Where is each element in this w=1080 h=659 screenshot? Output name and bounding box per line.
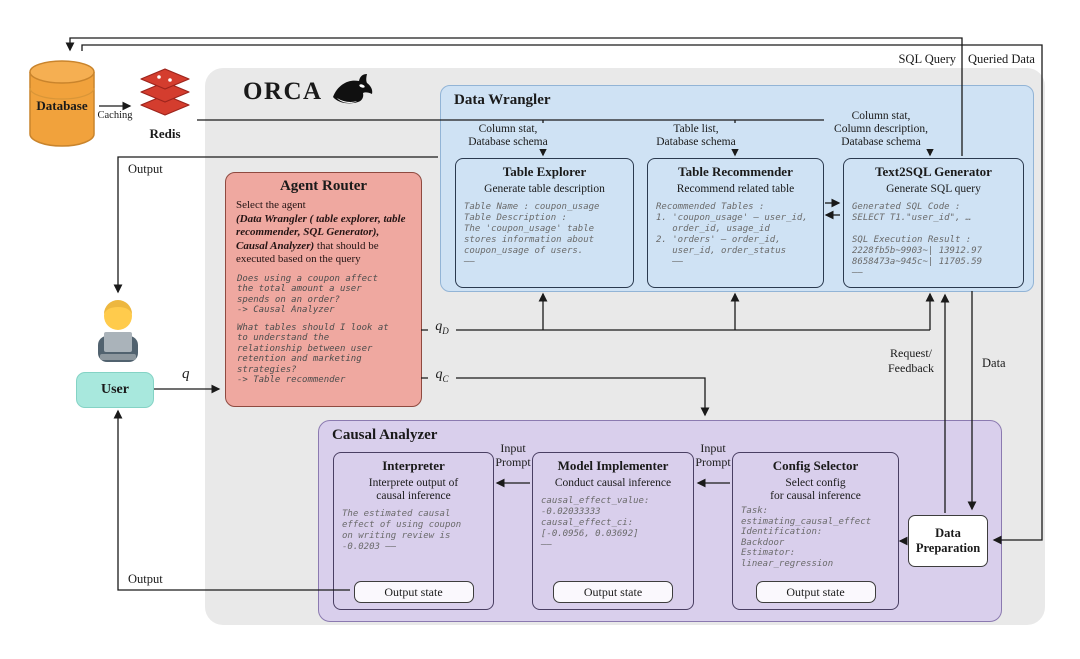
interpreter-module: Interpreter Interprete output of causal …: [333, 452, 494, 610]
table-recommender-title: Table Recommender: [678, 164, 793, 179]
table-explorer-example: Table Name : coupon_usage Table Descript…: [464, 202, 600, 267]
interpreter-subtitle: Interprete output of causal inference: [368, 477, 459, 502]
q-label: q: [182, 366, 190, 382]
data-preparation-box: Data Preparation: [908, 515, 988, 567]
model-implementer-subtitle: Conduct causal inference: [554, 477, 672, 489]
queried-data-label: Queried Data: [968, 52, 1035, 66]
sql-query-label: SQL Query: [898, 52, 956, 66]
config-selector-module: Config Selector Select config for causal…: [732, 452, 899, 610]
agent-router-desc-line1: Select the agent: [236, 199, 306, 211]
output-top-label: Output: [128, 162, 163, 176]
request-feedback-label: Request/ Feedback: [888, 346, 934, 375]
table-recommender-subtitle: Recommend related table: [676, 183, 795, 195]
model-implementer-title: Model Implementer: [557, 458, 669, 473]
redis-icon: [140, 68, 190, 116]
qd-label: qD: [428, 319, 456, 340]
config-selector-title: Config Selector: [772, 458, 859, 473]
data-label: Data: [982, 356, 1006, 370]
orca-whale-icon: [333, 74, 373, 104]
model-implementer-example: causal_effect_value: -0.02033333 causal_…: [541, 496, 650, 550]
interpreter-example: The estimated causal effect of using cou…: [342, 509, 462, 552]
database-label: Database: [36, 98, 88, 113]
qc-label: qC: [428, 367, 456, 388]
agent-router-description: Select the agent (Data Wrangler ( table …: [236, 199, 411, 267]
config-selector-subtitle: Select config for causal inference: [770, 477, 861, 502]
text2sql-generator-example: Generated SQL Code : SELECT T1."user_id"…: [852, 202, 983, 278]
redis-label: Redis: [149, 126, 181, 141]
edge-label-column-description: Column stat, Column description, Databas…: [824, 110, 938, 149]
config-selector-output-state: Output state: [755, 581, 876, 603]
agent-router-desc-body: (Data Wrangler ( table explorer, table r…: [236, 213, 411, 267]
agent-router-example-2: What tables should I look at to understa…: [237, 322, 389, 386]
input-prompt-label-1: Input Prompt: [495, 441, 531, 469]
agent-router-title: Agent Router: [279, 178, 368, 194]
model-implementer-output-state: Output state: [553, 581, 673, 603]
text2sql-generator-subtitle: Generate SQL query: [886, 183, 981, 195]
model-implementer-module: Model Implementer Conduct causal inferen…: [532, 452, 694, 610]
orca-title: ORCA: [243, 78, 323, 105]
causal-analyzer-title: Causal Analyzer: [332, 427, 438, 443]
edge-label-column-stat: Column stat, Database schema: [452, 123, 564, 149]
text2sql-generator-module: Text2SQL Generator Generate SQL query Ge…: [843, 158, 1024, 288]
table-explorer-module: Table Explorer Generate table descriptio…: [455, 158, 634, 288]
output-bottom-label: Output: [128, 572, 163, 586]
input-prompt-label-2: Input Prompt: [695, 441, 731, 469]
data-wrangler-title: Data Wrangler: [454, 92, 551, 108]
table-explorer-subtitle: Generate table description: [484, 183, 605, 195]
table-recommender-example: Recommended Tables : 1. 'coupon_usage' —…: [656, 202, 808, 267]
agent-router-module: Agent Router Select the agent (Data Wran…: [225, 172, 422, 407]
interpreter-title: Interpreter: [382, 458, 445, 473]
agent-router-example-1: Does using a coupon affect the total amo…: [237, 273, 378, 316]
user-box: User: [76, 372, 154, 408]
table-recommender-module: Table Recommender Recommend related tabl…: [647, 158, 824, 288]
edge-label-table-list: Table list, Database schema: [640, 123, 752, 149]
caching-label: Caching: [97, 110, 133, 121]
config-selector-example: Task: estimating_causal_effect Identific…: [741, 506, 872, 569]
interpreter-output-state: Output state: [353, 581, 474, 603]
user-figure-icon: [98, 300, 138, 362]
table-explorer-title: Table Explorer: [502, 164, 587, 179]
text2sql-generator-title: Text2SQL Generator: [875, 164, 992, 179]
